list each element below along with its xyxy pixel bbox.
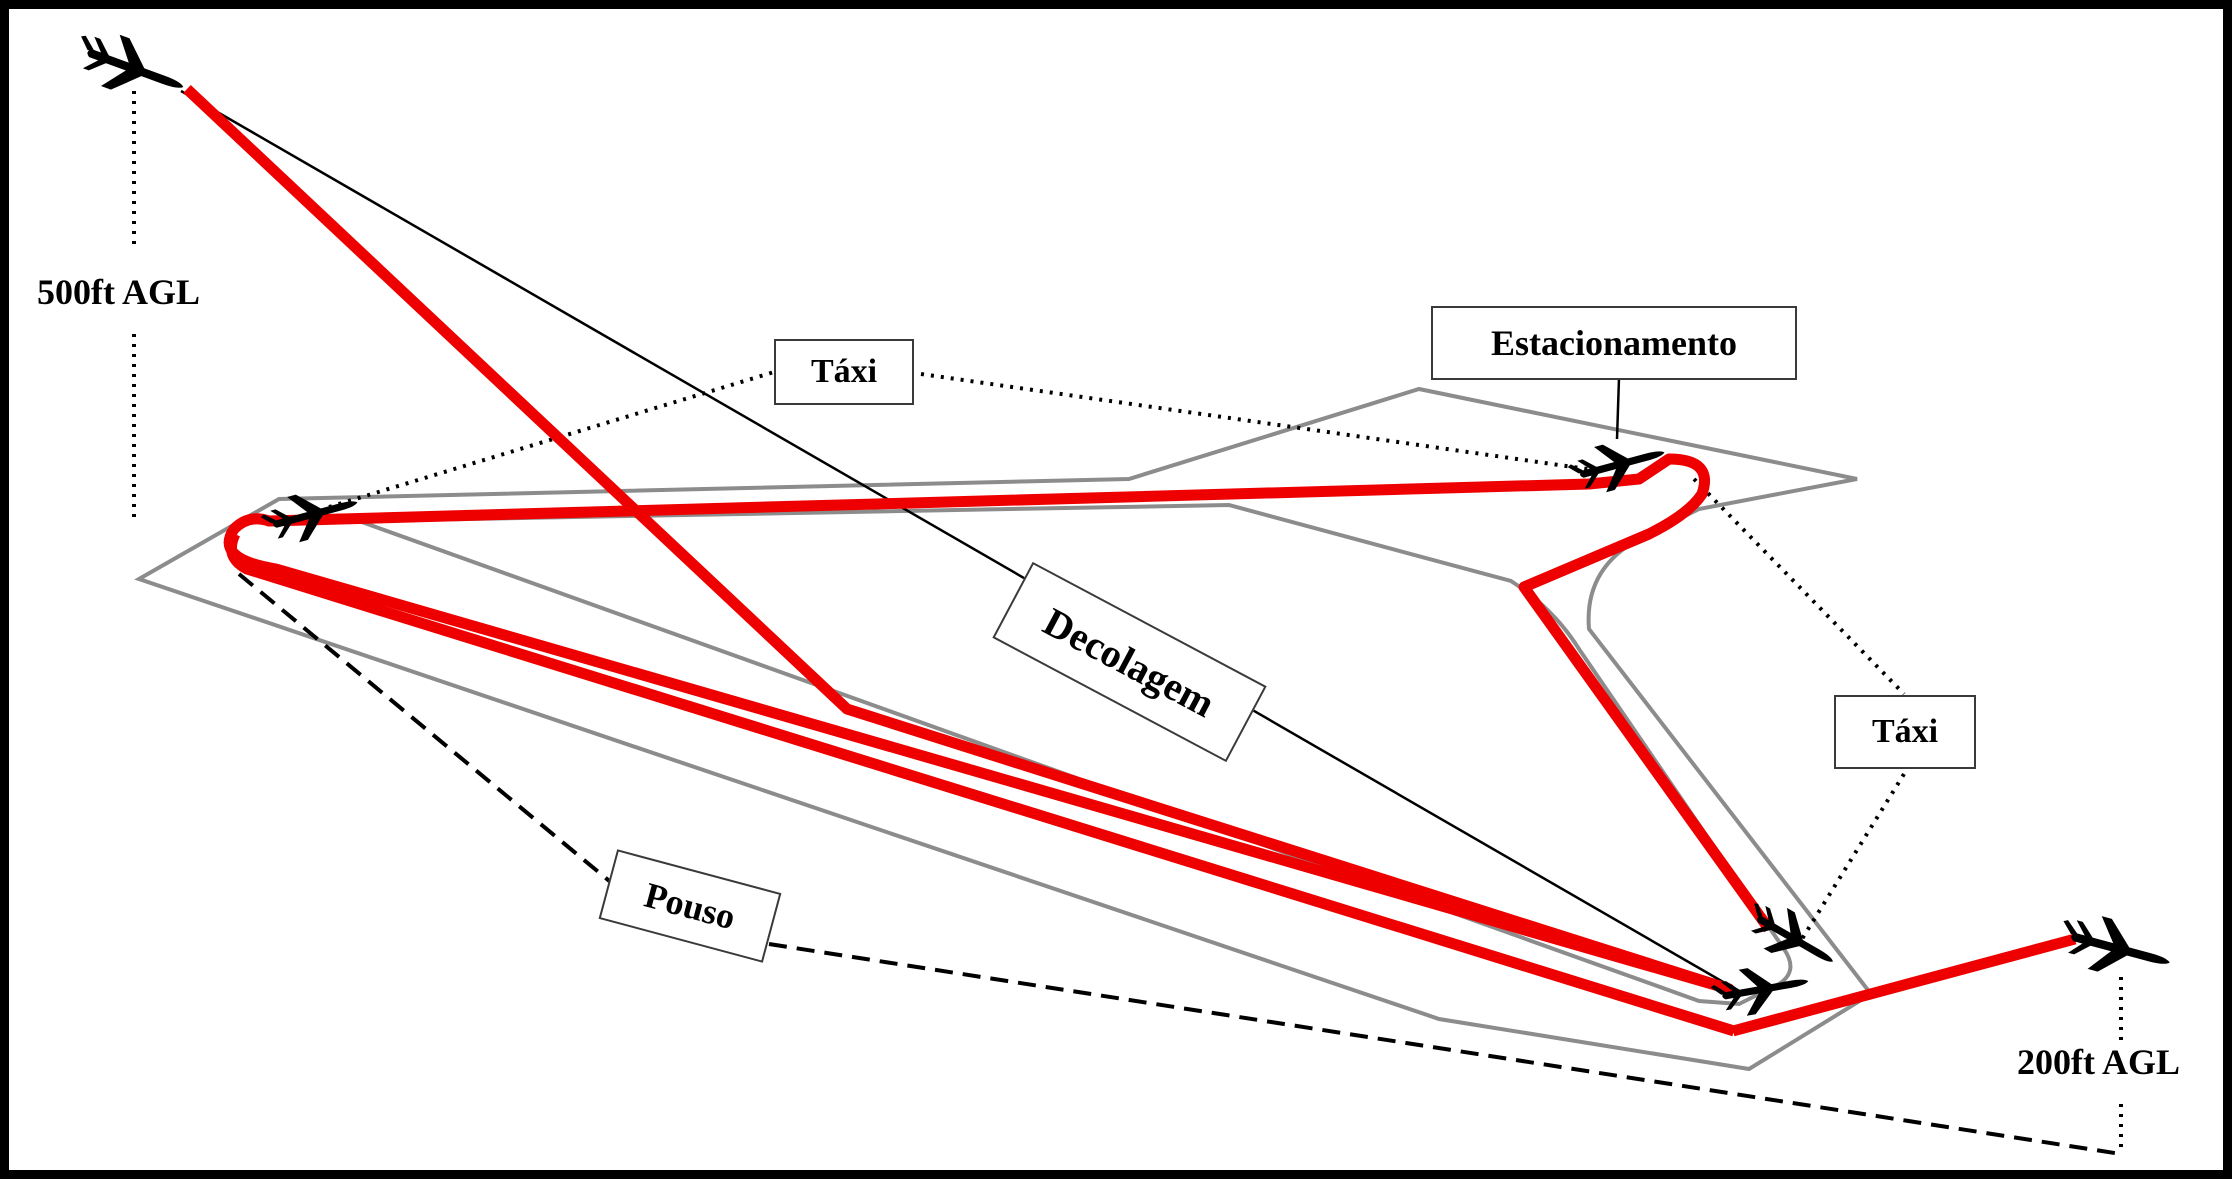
dotted-guides — [132, 91, 2123, 1154]
runway-outline — [134, 386, 1874, 1072]
altitude-200-label: 200ft AGL — [2015, 1041, 2183, 1083]
airport-diagram — [67, 22, 2177, 1156]
taxi-left-label: Táxi — [774, 339, 914, 405]
airplane-icon — [2053, 906, 2177, 989]
altitude-500-label: 500ft AGL — [35, 271, 203, 313]
landing-dashed-path — [237, 572, 2122, 1156]
taxi-right-label: Táxi — [1834, 695, 1976, 769]
airplane-icon — [67, 22, 193, 113]
takeoff-line — [180, 89, 1745, 996]
parking-label: Estacionamento — [1431, 306, 1797, 380]
flight-path-landing — [226, 531, 1736, 1037]
parking-leader — [1615, 377, 1621, 440]
pavement-outline — [134, 386, 1874, 1072]
inner-apron-outline — [358, 502, 1793, 1007]
